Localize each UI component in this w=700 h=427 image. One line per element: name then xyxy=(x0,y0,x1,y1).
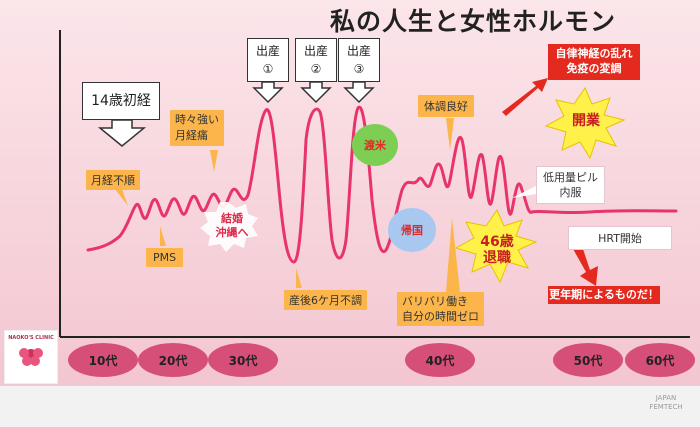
retirement-label: 46歳 退職 xyxy=(474,234,520,266)
age-20s: 20代 xyxy=(138,343,208,377)
retirement-line1: 46歳 xyxy=(480,234,514,250)
note-cramps: 時々強い 月経痛 xyxy=(170,110,224,146)
graphic-layer xyxy=(59,30,690,338)
marriage-line1: 結婚 xyxy=(221,212,243,225)
retirement-star xyxy=(454,208,538,284)
business-label: 開業 xyxy=(572,113,600,129)
birth-2-number: ② xyxy=(310,62,322,76)
tail-pms xyxy=(160,226,166,246)
tail-postpartum xyxy=(296,268,302,288)
note-cramps-line2: 月経痛 xyxy=(175,129,208,142)
note-pill-line2: 内服 xyxy=(559,186,582,199)
age-60s: 60代 xyxy=(625,343,695,377)
age-40s: 40代 xyxy=(405,343,475,377)
note-pill-line1: 低用量ピル xyxy=(543,171,598,184)
note-busy-line2: 自分の時間ゼロ xyxy=(402,310,479,323)
birth-box-3: 出産 ③ xyxy=(338,38,380,82)
tail-pill xyxy=(512,186,536,198)
age-10s: 10代 xyxy=(68,343,138,377)
birth-arrow-3 xyxy=(343,81,375,104)
note-pms: PMS xyxy=(146,248,184,267)
watermark-line1: JAPAN xyxy=(655,394,677,402)
note-busy-line1: バリバリ働き xyxy=(402,295,468,308)
bubble-return-home: 帰国 xyxy=(388,208,436,252)
menarche-arrow xyxy=(97,119,147,147)
watermark-line2: FEMTECH xyxy=(649,403,683,411)
marriage-label: 結婚 沖縄へ xyxy=(208,212,256,240)
note-busy: バリバリ働き 自分の時間ゼロ xyxy=(397,292,484,326)
autonomic-arrow xyxy=(502,78,548,116)
birth-1-label: 出産 xyxy=(255,44,280,58)
birth-box-1: 出産 ① xyxy=(247,38,289,82)
business-star xyxy=(544,86,626,160)
retirement-line2: 退職 xyxy=(483,250,511,266)
note-postpartum: 産後6ケ月不調 xyxy=(284,290,367,310)
autonomic-line2: 免疫の変調 xyxy=(566,62,622,75)
note-irregular: 月経不順 xyxy=(86,170,140,190)
clinic-logo: NAOKO'S CLINIC xyxy=(4,330,58,384)
page-title: 私の人生と女性ホルモン xyxy=(330,7,617,36)
tail-good-health xyxy=(446,118,454,150)
age-30s: 30代 xyxy=(208,343,278,377)
slide: 私の人生と女性ホルモン 14歳初経 出産 ① 出産 ② 出産 ③ 月経不順 時々… xyxy=(0,0,700,386)
birth-box-2: 出産 ② xyxy=(295,38,337,82)
note-cramps-line1: 時々強い xyxy=(175,113,219,126)
autonomic-line1: 自律神経の乱れ xyxy=(555,47,633,60)
note-good-health: 体調良好 xyxy=(418,95,474,117)
birth-3-label: 出産 xyxy=(346,44,371,58)
bottom-bar: JAPAN FEMTECH xyxy=(0,386,700,427)
birth-3-number: ③ xyxy=(353,62,365,76)
birth-arrow-2 xyxy=(300,81,332,104)
birth-1-number: ① xyxy=(262,62,274,76)
tail-irregular xyxy=(115,189,128,206)
clinic-logo-text: NAOKO'S CLINIC xyxy=(8,335,54,341)
menarche-box: 14歳初経 xyxy=(82,82,160,120)
age-50s: 50代 xyxy=(553,343,623,377)
marriage-burst xyxy=(200,202,258,252)
flower-icon xyxy=(19,348,43,366)
menarche-label: 14歳初経 xyxy=(91,93,151,109)
tail-busy xyxy=(446,218,460,292)
autonomic-box: 自律神経の乱れ 免疫の変調 xyxy=(548,44,640,80)
tail-cramps xyxy=(210,150,218,172)
note-hrt: HRT開始 xyxy=(568,226,672,250)
bubble-move-us: 渡米 xyxy=(352,124,398,166)
watermark: JAPAN FEMTECH xyxy=(636,394,696,412)
marriage-line2: 沖縄へ xyxy=(215,226,249,239)
birth-2-label: 出産 xyxy=(303,44,328,58)
hormone-curve xyxy=(86,105,678,264)
menopause-box: 更年期によるものだ！ xyxy=(548,286,660,304)
note-pill: 低用量ピル 内服 xyxy=(536,166,605,204)
birth-arrow-1 xyxy=(252,81,284,104)
